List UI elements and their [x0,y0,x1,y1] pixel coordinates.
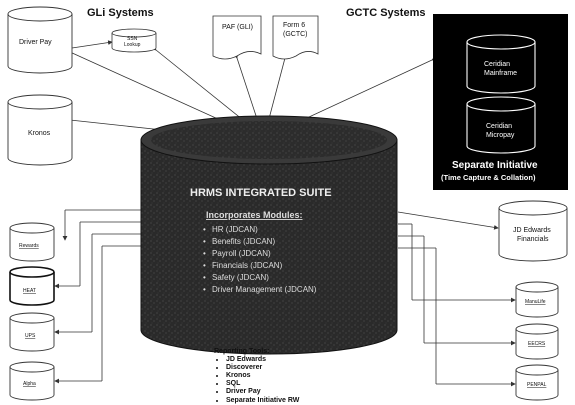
hrms-module-item: Safety (JDCAN) [212,273,269,282]
heat-database[interactable] [9,266,55,306]
jd-financials-label-2: Financials [517,236,549,243]
ceridian-micropay-database[interactable] [466,96,536,154]
reporting-tool-item: SQL [226,380,354,388]
penpal-database[interactable] [515,364,559,401]
manulife-database[interactable] [515,281,559,318]
penpal-label: PENPAL [527,382,547,388]
reporting-tools-panel: Reporting Tools: JD Edwards Discoverer K… [214,348,354,405]
module-bullet: • [203,285,206,294]
hrms-module-list: • HR (JDCAN) • Benefits (JDCAN) • Payrol… [203,225,317,294]
rewards-database[interactable] [9,222,55,262]
module-bullet: • [203,273,206,282]
hrms-module-item: Payroll (JDCAN) [212,249,271,258]
reporting-tool-item: Discoverer [226,364,354,372]
paf-label: PAF (GLI) [222,24,253,31]
hrms-title: HRMS INTEGRATED SUITE [190,187,332,199]
form6-label-2: (GCTC) [283,31,308,38]
ups-label: UPS [25,333,36,339]
hrms-integrated-suite-cylinder[interactable] [140,115,398,355]
alpha-label: Alpha [23,381,36,387]
reporting-tool-item: Kronos [226,372,354,380]
module-bullet: • [203,237,206,246]
ceridian-mainframe-database[interactable] [466,34,536,94]
time-capture-label: (Time Capture & Collation) [441,173,536,182]
rewards-label: Rewards [19,243,39,249]
hrms-module-item: Benefits (JDCAN) [212,237,275,246]
heat-label: HEAT [23,288,36,294]
eecrs-label: EECRS [528,341,546,347]
ssn-lookup-database[interactable] [111,28,157,53]
driver-pay-label: Driver Pay [19,39,52,46]
gli-systems-header: GLi Systems [87,7,154,19]
ssn-lookup-label-2: Lookup [124,42,141,48]
reporting-tools-title: Reporting Tools: [214,348,270,355]
reporting-tools-list: JD Edwards Discoverer Kronos SQL Driver … [214,356,354,405]
connector-lines [54,40,516,387]
ups-database[interactable] [9,312,55,352]
hrms-module-item: Financials (JDCAN) [212,261,283,270]
reporting-tool-item: Separate Initiative RW [226,397,354,405]
module-bullet: • [203,249,206,258]
separate-initiative-title: Separate Initiative [452,160,538,171]
kronos-label: Kronos [28,130,51,137]
alpha-database[interactable] [9,361,55,401]
ceridian-mainframe-label-1: Ceridian [484,61,510,68]
form6-document[interactable] [272,15,319,60]
module-bullet: • [203,261,206,270]
manulife-label: ManuLife [525,299,546,305]
reporting-tool-item: Driver Pay [226,388,354,396]
jd-edwards-financials-database[interactable] [498,200,568,262]
jd-financials-label-1: JD Edwards [513,227,551,234]
hrms-module-item: HR (JDCAN) [212,225,258,234]
kronos-database[interactable] [7,94,73,166]
hrms-module-item: Driver Management (JDCAN) [212,285,317,294]
module-bullet: • [203,225,206,234]
form6-label-1: Form 6 [283,22,305,29]
eecrs-database[interactable] [515,323,559,360]
driver-pay-database[interactable] [7,6,73,74]
paf-document[interactable] [212,15,262,60]
gctc-systems-header: GCTC Systems [346,7,425,19]
hrms-incorporates-label: Incorporates Modules: [206,210,303,220]
ceridian-mainframe-label-2: Mainframe [484,70,517,77]
ceridian-micropay-label-2: Micropay [486,132,515,139]
ssn-lookup-label-1: SSN [127,36,138,42]
reporting-tool-item: JD Edwards [226,356,354,364]
ceridian-micropay-label-1: Ceridian [486,123,512,130]
